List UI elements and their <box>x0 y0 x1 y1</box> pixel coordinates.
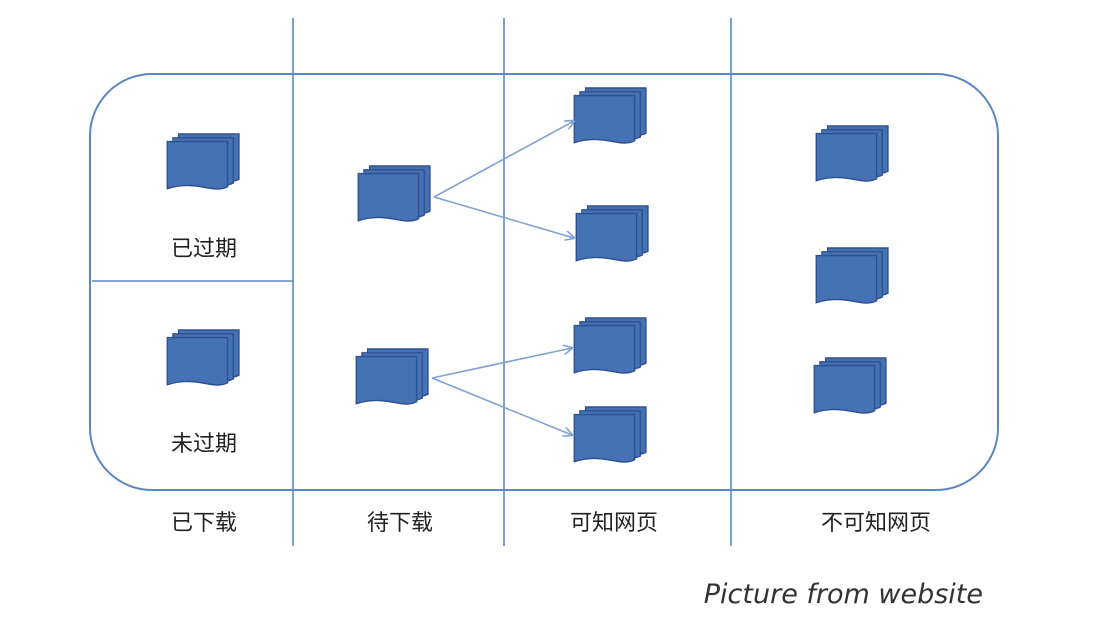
main-rounded-frame <box>89 73 999 491</box>
document-stack-icon <box>815 247 889 304</box>
document-stack-icon <box>166 133 240 190</box>
document-stack-icon <box>815 125 889 182</box>
document-stack-icon <box>573 406 647 463</box>
link-arrow <box>431 377 572 435</box>
source-caption: Picture from website <box>704 579 983 610</box>
link-arrow <box>431 348 572 379</box>
link-arrow <box>433 121 574 198</box>
not-expired-label: 未过期 <box>171 432 237 457</box>
document-stack-icon <box>575 205 649 262</box>
link-arrow <box>433 196 574 238</box>
document-stack-icon <box>357 165 431 222</box>
document-stack-icon <box>573 317 647 374</box>
document-stack-icon <box>813 357 887 414</box>
document-stack-icon <box>573 87 647 144</box>
document-stack-icon <box>166 329 240 386</box>
known-pages-column-label: 可知网页 <box>570 511 658 536</box>
downloaded-column-label: 已下载 <box>171 511 237 536</box>
to-download-column-label: 待下载 <box>367 511 433 536</box>
expired-label: 已过期 <box>171 237 237 262</box>
document-stack-icon <box>355 348 429 405</box>
unknown-pages-column-label: 不可知网页 <box>821 511 931 536</box>
